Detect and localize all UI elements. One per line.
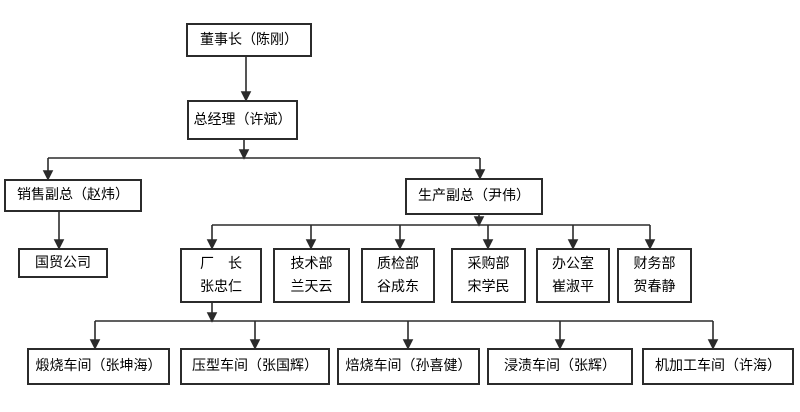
org-node-qc-dept-name: 谷成东: [377, 278, 419, 295]
org-node-calcination-workshop: 煅烧车间（张坤海）: [27, 348, 170, 385]
org-node-factory-director: 厂 长 张忠仁: [180, 248, 262, 303]
org-node-impregnation-workshop-label: 浸渍车间（张辉）: [504, 358, 616, 375]
org-node-finance-dept-title: 财务部: [633, 256, 676, 273]
org-node-roasting-workshop-label: 焙烧车间（孙喜健）: [345, 358, 472, 375]
org-node-sales-vp-label: 销售副总（赵炜）: [17, 187, 129, 204]
connector-factorydirector-workshops: [89, 303, 719, 350]
org-node-office-name: 崔淑平: [552, 278, 594, 295]
org-node-office: 办公室 崔淑平: [536, 248, 610, 303]
org-node-production-vp-label: 生产副总（尹伟）: [418, 188, 530, 205]
org-node-factory-director-name: 张忠仁: [200, 278, 242, 295]
org-node-calcination-workshop-label: 煅烧车间（张坤海）: [35, 358, 162, 375]
org-node-purchasing-dept-title: 采购部: [467, 256, 510, 273]
org-node-tech-dept-name: 兰天云: [290, 278, 333, 295]
org-node-intl-trade-label: 国贸公司: [35, 254, 91, 271]
org-node-finance-dept: 财务部 贺春静: [617, 248, 692, 303]
org-node-office-title: 办公室: [552, 256, 594, 273]
org-node-general-manager: 总经理（许斌）: [187, 100, 298, 140]
connector-salesvp-intltrade: [53, 212, 65, 250]
org-node-finance-dept-name: 贺春静: [633, 278, 676, 295]
org-node-roasting-workshop: 焙烧车间（孙喜健）: [337, 348, 480, 385]
org-node-factory-director-title: 厂 长: [200, 256, 242, 273]
org-node-machining-workshop-label: 机加工车间（许海）: [655, 358, 781, 375]
org-node-general-manager-label: 总经理（许斌）: [193, 111, 292, 128]
connector-productionvp-departments: [206, 215, 656, 250]
org-node-production-vp: 生产副总（尹伟）: [405, 178, 543, 215]
org-node-tech-dept-title: 技术部: [290, 256, 333, 273]
org-node-pressing-workshop-label: 压型车间（张国辉）: [192, 358, 318, 375]
org-node-tech-dept: 技术部 兰天云: [273, 248, 350, 303]
org-node-chairman: 董事长（陈刚）: [186, 23, 312, 57]
org-node-purchasing-dept: 采购部 宋学民: [451, 248, 526, 303]
org-node-intl-trade: 国贸公司: [18, 248, 108, 278]
org-node-machining-workshop: 机加工车间（许海）: [642, 348, 794, 385]
org-node-sales-vp: 销售副总（赵炜）: [4, 179, 142, 212]
org-node-qc-dept: 质检部 谷成东: [361, 248, 435, 303]
org-node-purchasing-dept-name: 宋学民: [467, 278, 510, 295]
org-node-pressing-workshop: 压型车间（张国辉）: [180, 348, 330, 385]
org-node-qc-dept-title: 质检部: [377, 256, 419, 273]
org-node-impregnation-workshop: 浸渍车间（张辉）: [487, 348, 633, 385]
org-node-chairman-label: 董事长（陈刚）: [200, 31, 298, 48]
connector-gm-split: [42, 140, 486, 181]
connector-chairman-gm: [240, 57, 252, 102]
